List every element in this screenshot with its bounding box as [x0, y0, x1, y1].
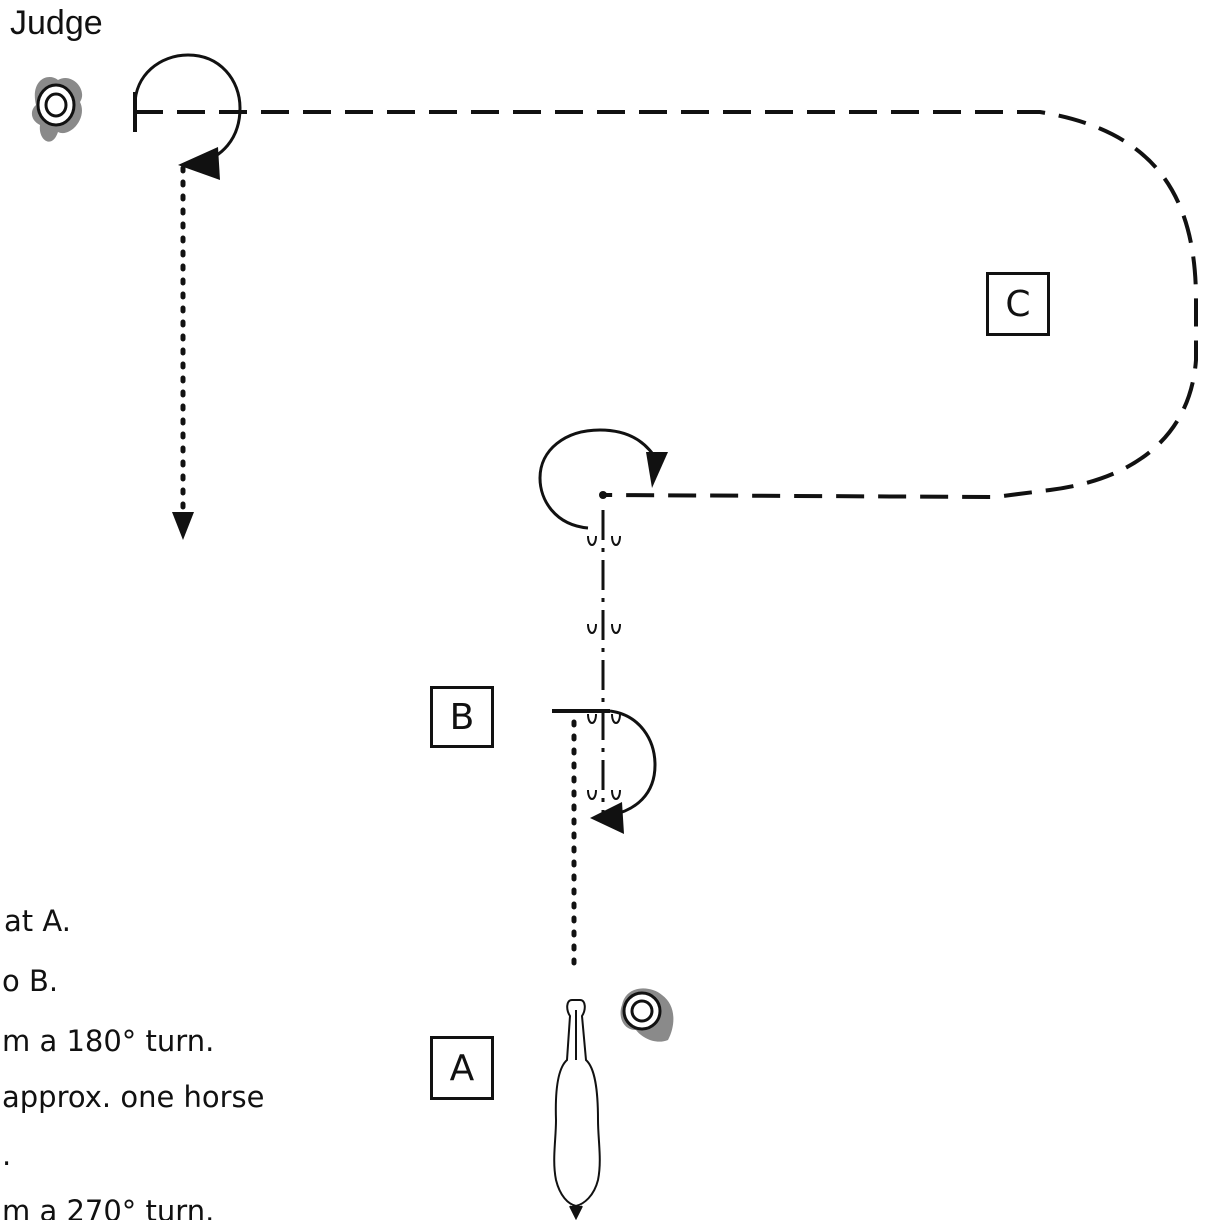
top-turn-arrow-icon — [178, 147, 220, 180]
center-turn-arrow-icon — [646, 452, 668, 488]
judge-eye-icon — [31, 77, 83, 142]
center-turn-circle — [538, 428, 660, 530]
horse-topview-icon — [553, 999, 601, 1220]
judge-label: Judge — [10, 4, 103, 42]
hoof-prints — [587, 535, 621, 800]
marker-c: C — [986, 272, 1050, 336]
b-turn-arrow-icon — [590, 802, 624, 834]
top-turn-circle — [133, 53, 242, 164]
center-dot — [599, 491, 607, 499]
lope-path-dashed — [135, 110, 1198, 500]
marker-b: B — [430, 686, 494, 748]
b-turn-arc — [609, 709, 657, 817]
judge-eye-icon — [620, 988, 674, 1042]
exit-arrow-icon — [172, 512, 194, 540]
marker-a: A — [430, 1036, 494, 1100]
